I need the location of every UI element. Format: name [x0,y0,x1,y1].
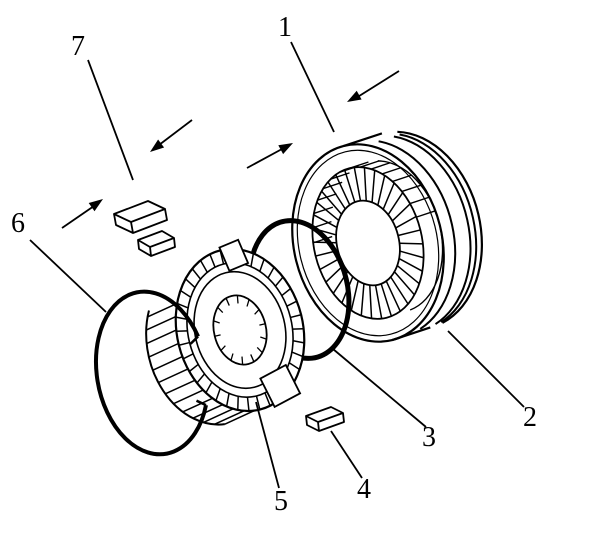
sleeve-groove-arc-2 [393,135,472,325]
hub-bore-splines [213,295,267,365]
callout-4-label: 4 [357,474,371,505]
synchronizer-key-bottom [305,406,345,432]
callout-1-leader [290,41,335,133]
callout-6-leader [29,239,107,313]
sleeve-rear-bore-arc [377,160,444,311]
key-4-block [305,406,345,432]
callout-6-label: 6 [11,208,25,239]
hub-tooth-band [145,302,255,426]
sleeve-groove-arc-1 [378,140,457,330]
hub-rear-silhouette [145,310,225,426]
sleeve-spline-root-circle [335,199,401,287]
hub-bore-splines-lines [213,295,267,365]
callout-labels: 1 2 3 4 5 6 7 [11,12,537,517]
retaining-spring-ring [94,289,208,457]
pointer-arrows [61,70,400,229]
callout-7-leader [87,59,134,181]
callout-7-label: 7 [71,31,85,62]
arrow-7-left-tail [61,205,95,229]
callout-2-label: 2 [523,402,537,433]
hub-key-slot-bottom [259,363,302,409]
callout-3-leader [332,348,427,428]
spring-ring-body [94,289,208,457]
key-7a-block [113,200,168,234]
callout-3-label: 3 [422,422,436,453]
arrow-1-left-tail [246,148,283,169]
callout-5-label: 5 [274,486,288,517]
synchronizer-hub [145,238,306,426]
synchronizer-sleeve [291,130,483,343]
callout-1-label: 1 [278,12,292,43]
spring-ring-end-hook-1 [195,399,207,407]
sleeve-groove-arc-3 [399,133,478,323]
arrow-1-left-head [278,143,293,155]
key-7b-block [137,230,176,257]
arrow-7-right-tail [158,119,193,146]
synchronizer-key-upper [113,200,176,257]
hub-key-slot-top [218,238,250,272]
arrow-1-right-head [347,90,362,102]
callout-leaders [29,41,525,489]
sleeve-internal-splines [312,167,424,319]
hub-face-step-circle [193,270,287,390]
sleeve-internal-splines-lines [312,167,424,319]
callout-2-leader [447,330,525,408]
sleeve-rear-rim-arc [397,130,483,324]
sleeve-chamfer [296,149,440,337]
hub-bore [212,294,268,366]
spring-ring-end-hook-2 [189,335,199,345]
arrow-7-left-head [88,199,103,212]
callout-4-leader [330,430,363,479]
arrow-1-right-tail [355,70,400,99]
hub-tooth-band-lines [145,302,255,426]
arrow-7-right-head [150,139,165,152]
callout-5-leader [255,401,280,489]
